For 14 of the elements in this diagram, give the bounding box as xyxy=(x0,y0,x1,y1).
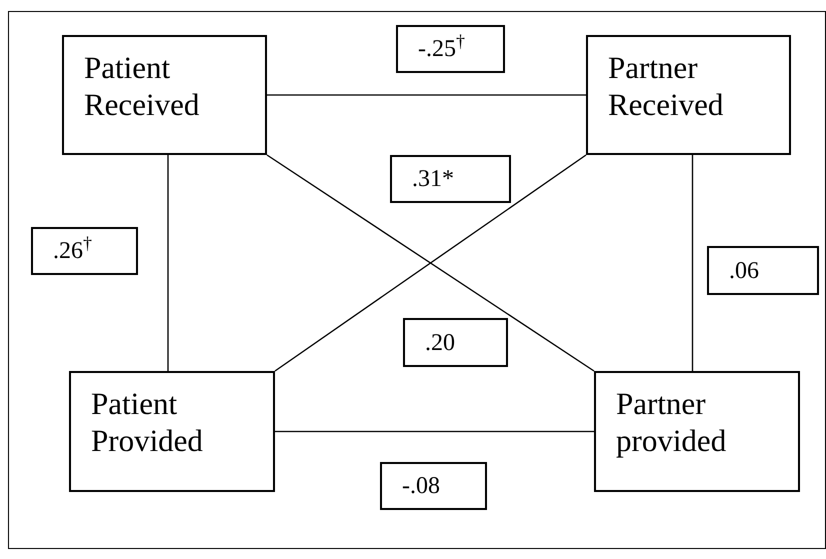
coefficient-box: -.25$^{†}$ xyxy=(396,25,505,73)
connector-line xyxy=(275,430,594,432)
coefficient-box: .26$^{†}$ xyxy=(31,227,138,275)
coefficient-box: .06 xyxy=(707,246,819,295)
coefficient-box: .31* xyxy=(390,155,511,203)
variable-box: Partner Received xyxy=(586,35,791,155)
variable-box: Partner provided xyxy=(594,371,800,492)
coefficient-box: .20 xyxy=(403,318,508,367)
variable-box: Patient Received xyxy=(62,35,267,155)
connector-line xyxy=(167,155,169,371)
connector-line xyxy=(692,155,694,371)
variable-box: Patient Provided xyxy=(69,371,275,492)
connector-line xyxy=(267,94,586,96)
coefficient-box: -.08 xyxy=(380,462,487,510)
